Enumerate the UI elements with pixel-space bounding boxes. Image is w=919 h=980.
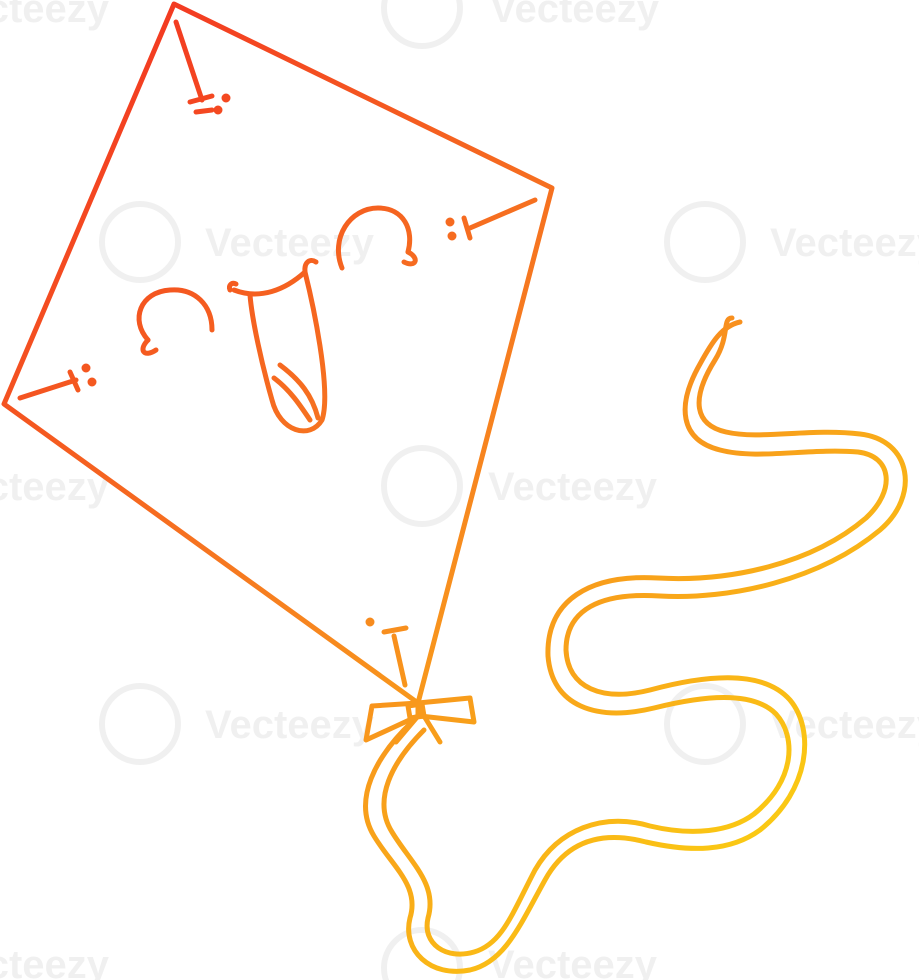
watermark-logo-icon: [381, 0, 463, 49]
mouth: [231, 269, 328, 434]
watermark-row-2: Vecteezy Vecteezy: [99, 201, 919, 283]
watermark-logo-icon: [381, 445, 463, 527]
watermark-row-4: Vecteezy Vecteezy: [99, 683, 919, 765]
watermark-text: Vecteezy: [0, 943, 110, 980]
watermark-text: Vecteezy: [770, 221, 919, 265]
watermark-text: Vecteezy: [205, 703, 375, 747]
watermark-logo-icon: [381, 927, 463, 980]
watermark-row-3: Vecteezy Vecteezy: [0, 445, 658, 527]
kite-face: [136, 205, 418, 434]
kite-icon: [1, 1, 908, 974]
watermark-logo-icon: [664, 201, 746, 283]
watermark-text: Vecteezy: [205, 221, 375, 265]
tail-inner-edge: [381, 319, 889, 957]
watermark-logo-icon: [99, 201, 181, 283]
left-eye: [136, 287, 215, 343]
watermark-text: Vecteezy: [0, 465, 110, 509]
watermark-text: Vecteezy: [488, 465, 658, 509]
watermark-row-bottom: Vecteezy Vecteezy: [0, 927, 658, 980]
watermark-text: Vecteezy: [488, 943, 658, 980]
watermark-row-top: Vecteezy Vecteezy: [0, 0, 660, 49]
watermark-text: Vecteezy: [0, 0, 110, 31]
watermark-logo-icon: [99, 683, 181, 765]
watermark-text: Vecteezy: [770, 703, 919, 747]
watermark-text: Vecteezy: [490, 0, 660, 31]
kite-outline: [1, 1, 555, 706]
tail-outer-edge: [363, 315, 908, 974]
kite-tail: [363, 315, 908, 974]
watermark-logo-icon: [664, 683, 746, 765]
right-eye: [335, 205, 413, 271]
kite-spar-ends: [17, 19, 538, 688]
